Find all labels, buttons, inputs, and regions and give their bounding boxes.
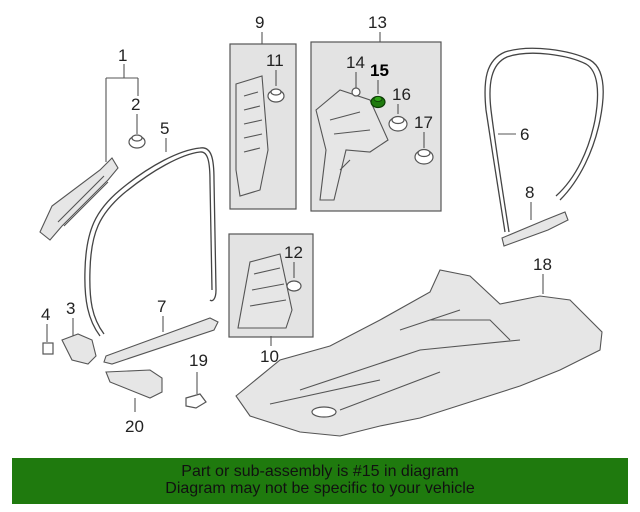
callout-labels: 1 2 3 4 5 6 7 8 9 10 11 12 13 14 15 16 1… <box>41 13 552 436</box>
part-7-scuff <box>103 317 219 365</box>
leader-lines <box>46 32 544 412</box>
part-1-pillar-trim <box>39 157 119 241</box>
banner-line-1: Part or sub-assembly is #15 in diagram <box>181 463 459 480</box>
part-18-floor-carpet <box>235 269 603 437</box>
callout-10: 10 <box>260 347 279 366</box>
callout-8: 8 <box>525 183 534 202</box>
callout-6: 6 <box>520 125 529 144</box>
parts-diagram: 1 2 3 4 5 6 7 8 9 10 11 12 13 14 15 16 1… <box>39 13 604 437</box>
part-20-sill-cover <box>105 369 163 399</box>
part-17-clip <box>414 148 434 165</box>
part-2-clip <box>128 134 146 149</box>
part-3-kick-panel <box>61 333 97 365</box>
callout-7: 7 <box>157 297 166 316</box>
callout-3: 3 <box>66 299 75 318</box>
callout-18: 18 <box>533 255 552 274</box>
callout-12: 12 <box>284 243 303 262</box>
part-4-clip <box>42 342 54 355</box>
part-10-pillar-trim <box>237 253 293 329</box>
part-19-clip <box>185 393 207 409</box>
part-6-seal <box>484 47 604 233</box>
part-9-pillar-trim <box>235 75 269 197</box>
part-12-clip <box>286 280 302 292</box>
part-14-screw <box>351 87 361 97</box>
callout-13: 13 <box>368 13 387 32</box>
callout-1: 1 <box>118 46 127 65</box>
callout-20: 20 <box>125 417 144 436</box>
callout-16: 16 <box>392 85 411 104</box>
callout-5: 5 <box>160 119 169 138</box>
part-11-clip <box>267 88 285 103</box>
callout-17: 17 <box>414 113 433 132</box>
callout-14: 14 <box>346 53 365 72</box>
callout-2: 2 <box>131 95 140 114</box>
banner-line-2: Diagram may not be specific to your vehi… <box>165 480 475 497</box>
part-8-scuff <box>501 211 569 247</box>
part-15-clip-highlighted <box>370 95 386 109</box>
callout-15-highlighted: 15 <box>370 61 389 80</box>
callout-11: 11 <box>266 51 284 70</box>
callout-9: 9 <box>255 13 264 32</box>
part-16-clip <box>388 115 408 132</box>
callout-19: 19 <box>189 351 208 370</box>
callout-4: 4 <box>41 305 50 324</box>
part-5-seal <box>84 147 217 337</box>
info-banner: Part or sub-assembly is #15 in diagram D… <box>12 458 628 504</box>
